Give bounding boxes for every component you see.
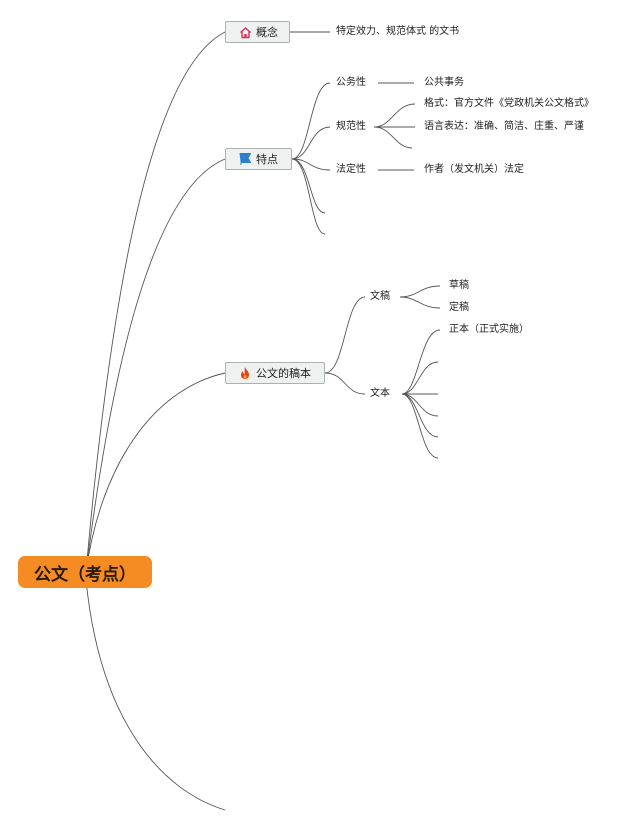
root-node[interactable]: 公文（考点） [18, 556, 152, 588]
node-text-child-0[interactable]: 正本（正式实施） [449, 324, 529, 335]
node-text[interactable]: 文本 [370, 388, 390, 399]
node-manuscript-child-0[interactable]: 草稿 [449, 280, 469, 291]
connector-root-drafts [85, 372, 226, 573]
fire-icon [238, 366, 252, 380]
node-norm-child-0[interactable]: 格式：官方文件《党政机关公文格式》 [424, 98, 594, 109]
connector-root-bottom [85, 579, 226, 811]
flag-icon [238, 152, 252, 166]
node-features-label: 特点 [256, 153, 278, 166]
root-label: 公文（考点） [34, 564, 136, 585]
node-drafts-label: 公文的稿本 [256, 367, 311, 380]
node-drafts[interactable]: 公文的稿本 [225, 362, 325, 384]
home-icon [238, 25, 252, 39]
node-public[interactable]: 公务性 [336, 77, 366, 88]
node-concept[interactable]: 概念 [225, 21, 290, 43]
connector-root-features [85, 158, 226, 573]
node-legal-child[interactable]: 作者（发文机关）法定 [424, 164, 524, 175]
node-norm-child-1[interactable]: 语言表达：准确、简洁、庄重、严谨 [424, 121, 584, 132]
concept-text: 特定效力、规范体式 的文书 [336, 26, 460, 37]
node-features[interactable]: 特点 [225, 148, 292, 170]
node-norm[interactable]: 规范性 [336, 121, 366, 132]
node-legal[interactable]: 法定性 [336, 164, 366, 175]
node-manuscript[interactable]: 文稿 [370, 291, 390, 302]
connector-root-concept [85, 31, 226, 573]
node-manuscript-child-1[interactable]: 定稿 [449, 302, 469, 313]
node-concept-label: 概念 [256, 26, 278, 39]
node-public-child[interactable]: 公共事务 [424, 77, 464, 88]
